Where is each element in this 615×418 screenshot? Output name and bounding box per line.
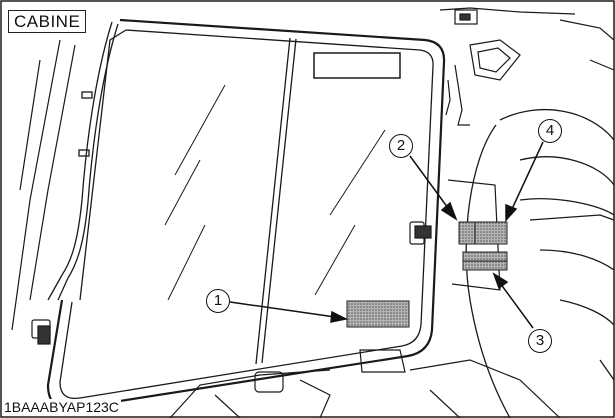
leader-lines xyxy=(229,141,544,329)
left-pillar xyxy=(11,39,76,331)
callout-4: 4 xyxy=(538,119,562,143)
callout-3: 3 xyxy=(528,329,552,353)
harness-cable xyxy=(47,21,119,301)
glass-reflections xyxy=(164,84,386,301)
operator-seat xyxy=(465,108,615,418)
callout-2: 2 xyxy=(389,134,413,158)
door-latch-right xyxy=(409,221,432,245)
callout-1: 1 xyxy=(206,289,230,313)
rear-window-placard xyxy=(313,52,401,79)
diagram-title: CABINE xyxy=(8,10,87,33)
roof-interior xyxy=(439,7,615,126)
label-2-4-decal xyxy=(458,221,508,245)
window-divider xyxy=(255,37,297,365)
figure-code: 1BAAABYAP123C xyxy=(4,399,121,415)
bottom-console xyxy=(169,349,561,418)
label-1-decal xyxy=(346,300,410,328)
door-latch-left xyxy=(31,319,51,345)
